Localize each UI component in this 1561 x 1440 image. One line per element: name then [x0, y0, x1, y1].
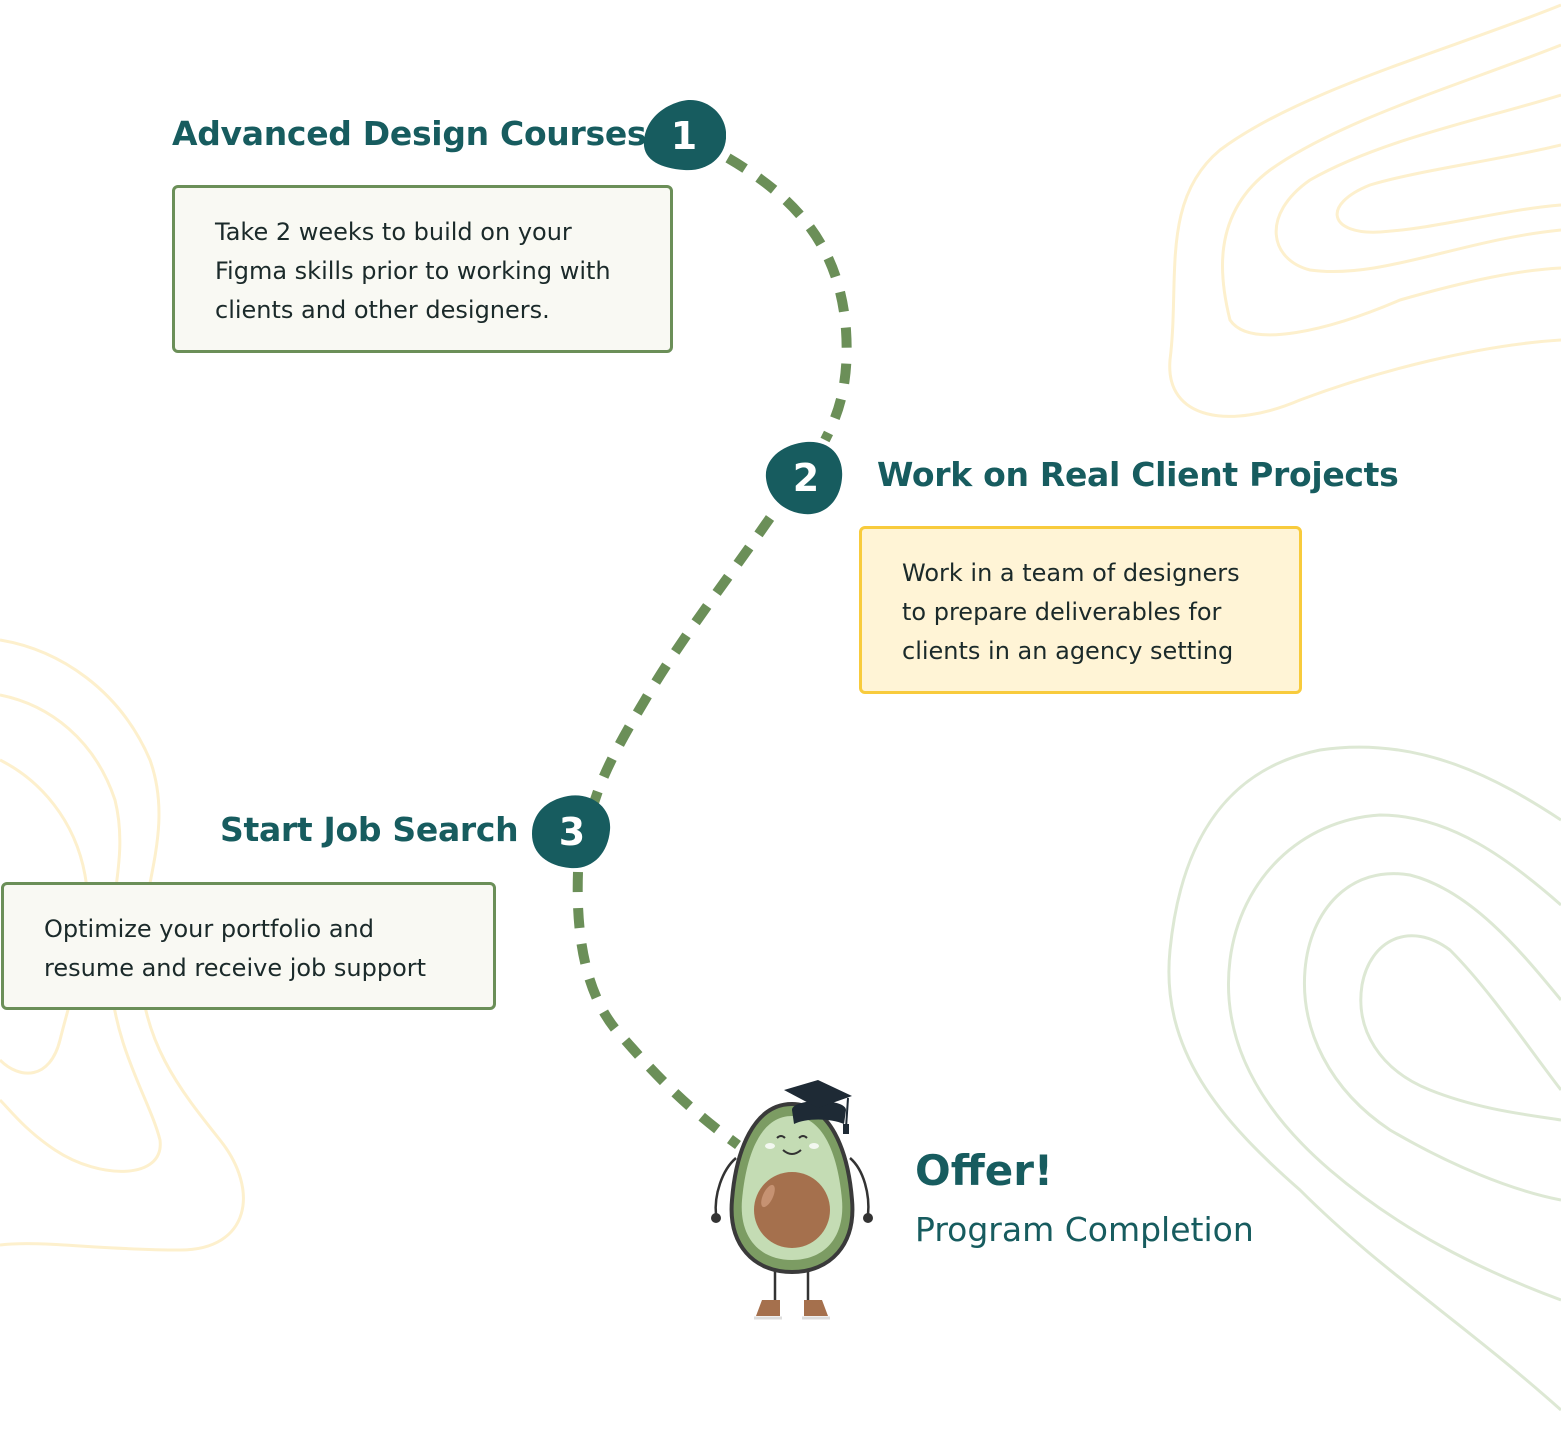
step-3-description-box: Optimize your portfolio and resume and r… — [1, 882, 496, 1010]
step-3-line-1: Optimize your portfolio and — [44, 915, 374, 943]
step-2-line-3: clients in an agency setting — [902, 637, 1234, 665]
step-1-number: 1 — [670, 114, 698, 158]
blob-badge-icon — [532, 795, 611, 869]
step-2-line-1: Work in a team of designers — [902, 559, 1240, 587]
step-3-number: 3 — [558, 810, 586, 854]
step-1-title: Advanced Design Courses — [172, 114, 647, 153]
step-3-title: Start Job Search — [220, 810, 519, 849]
blob-badge-icon — [643, 100, 726, 171]
step-2-description-box: Work in a team of designers to prepare d… — [859, 526, 1302, 694]
step-2-line-2: to prepare deliverables for — [902, 598, 1222, 626]
step-1-line-3: clients and other designers. — [215, 296, 550, 324]
step-3-badge: 3 — [530, 794, 614, 870]
step-2-title: Work on Real Client Projects — [877, 455, 1399, 494]
step-2-number: 2 — [792, 456, 820, 500]
program-completion-label: Program Completion — [915, 1210, 1254, 1249]
step-1-description-box: Take 2 weeks to build on your Figma skil… — [172, 185, 673, 353]
step-3-line-2: resume and receive job support — [44, 954, 427, 982]
step-1-line-2: Figma skills prior to working with — [215, 257, 611, 285]
step-1-line-1: Take 2 weeks to build on your — [215, 218, 572, 246]
step-2-badge: 2 — [764, 440, 848, 516]
step-1-badge: 1 — [642, 98, 726, 174]
offer-title: Offer! — [915, 1146, 1054, 1195]
blob-badge-icon — [765, 441, 843, 515]
